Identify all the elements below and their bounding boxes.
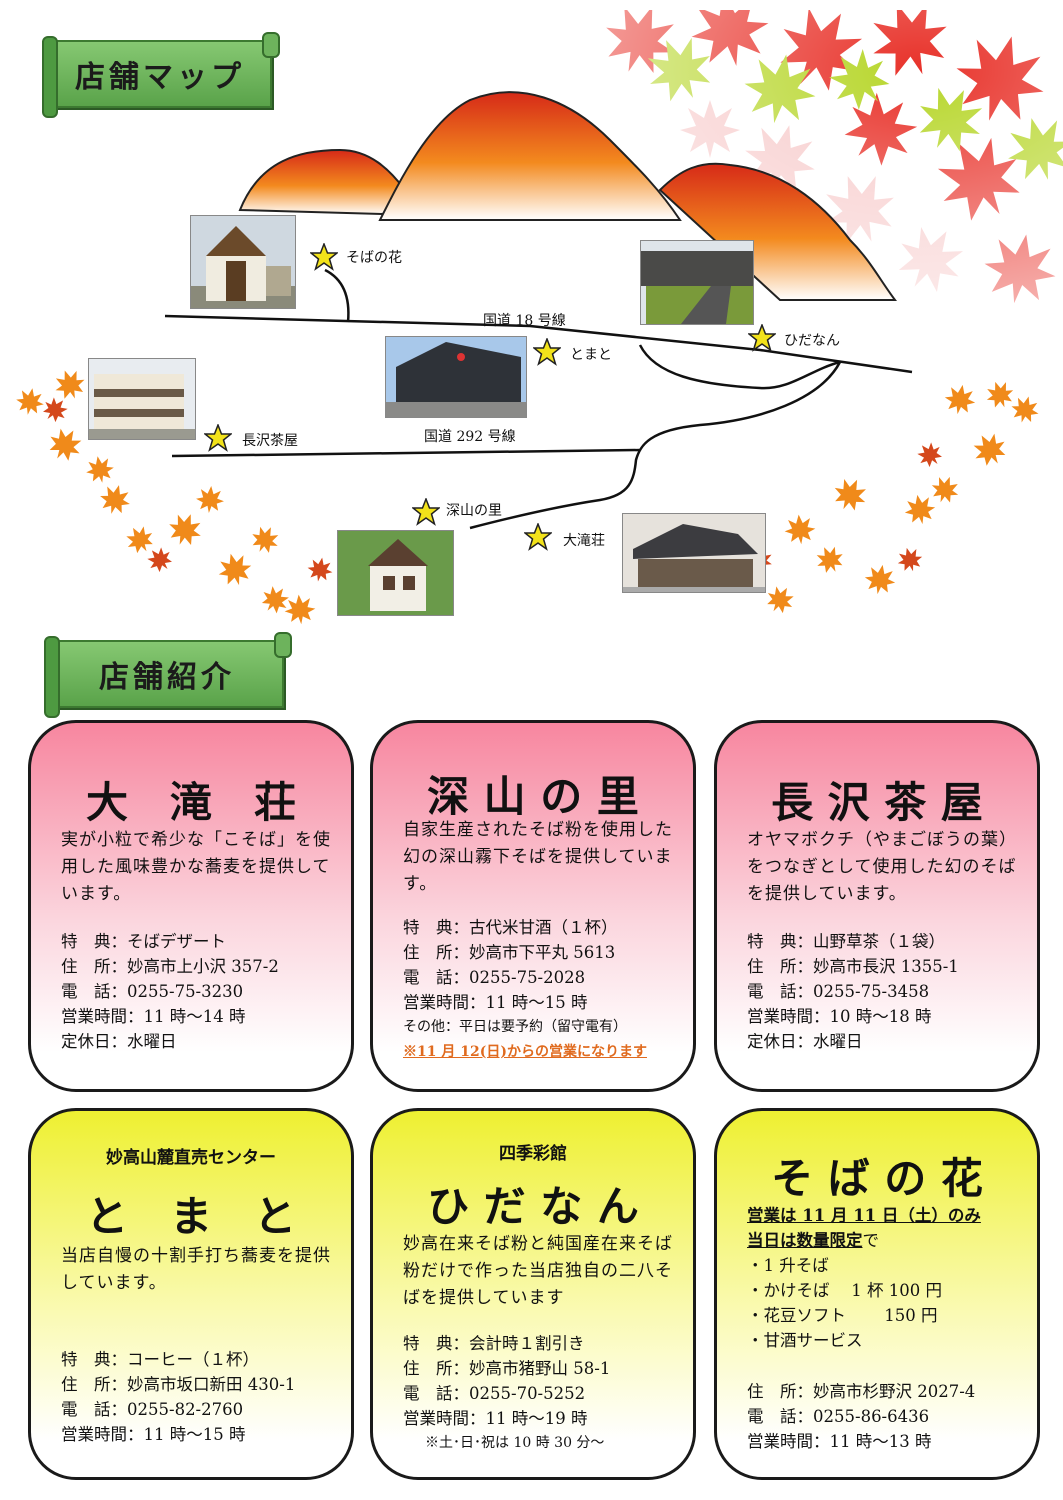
shop-card-hidanan: 四季彩館 ひ だ な ん 妙高在来そば粉と純国産在来そば粉だけで作った当店独自の… bbox=[370, 1108, 696, 1480]
shop-info: 特 典：会計時１割引き 住 所：妙高市猪野山 58-1 電 話：0255-70-… bbox=[403, 1331, 610, 1456]
mountains bbox=[238, 91, 897, 301]
shop-description: オヤマボクチ（やまごぼうの葉）をつなぎとして使用した幻のそばを提供しています。 bbox=[747, 830, 1017, 904]
shop-benefit: 特 典：コーヒー（１杯） bbox=[61, 1350, 259, 1369]
shop-info: 特 典：コーヒー（１杯） 住 所：妙高市坂口新田 430-1 電 話：0255-… bbox=[61, 1347, 295, 1447]
shop-benefit: 特 典：古代米甘酒（１杯） bbox=[403, 918, 618, 937]
shops-section-banner: 店舗紹介 bbox=[44, 632, 292, 718]
menu-item: ・甘酒サービス bbox=[747, 1331, 863, 1350]
shop-kicker: 妙高山麓直売センター bbox=[106, 1148, 276, 1168]
shop-title: 長 沢 茶 屋 bbox=[771, 778, 983, 827]
photo-miyamanosato bbox=[337, 530, 454, 616]
shop-kicker: 四季彩館 bbox=[499, 1144, 567, 1164]
map-label-miyamanosato: 深山の里 bbox=[446, 503, 502, 519]
shop-phone: 電 話：0255-75-3458 bbox=[747, 982, 930, 1001]
shop-notice: 営業は 11 月 11 日（土）のみ 当日は数量限定で ・1 升そば ・かけそば… bbox=[747, 1203, 981, 1353]
star-icon-sobanohana[interactable] bbox=[310, 243, 338, 271]
shop-info: 特 典：そばデザート 住 所：妙高市上小沢 357-2 電 話：0255-75-… bbox=[61, 929, 279, 1054]
shop-title: 大 滝 荘 bbox=[85, 778, 296, 827]
shop-closed-day: 定休日：水曜日 bbox=[747, 1032, 863, 1051]
shop-card-miyamanosato: 深 山 の 里 自家生産されたそば粉を使用した幻の深山霧下そばを提供しています。… bbox=[370, 720, 696, 1092]
shop-description: 実が小粒で希少な「こそば」を使用した風味豊かな蕎麦を提供しています。 bbox=[61, 830, 331, 904]
map-section-banner: 店舗マップ bbox=[42, 32, 280, 118]
map-label-nagasawa: 長沢茶屋 bbox=[242, 433, 298, 449]
photo-nagasawa bbox=[88, 358, 196, 440]
shop-closed-day: 定休日：水曜日 bbox=[61, 1032, 177, 1051]
shop-card-tomato: 妙高山麓直売センター と ま と 当店自慢の十割手打ち蕎麦を提供しています。 特… bbox=[28, 1108, 354, 1480]
shop-phone: 電 話：0255-86-6436 bbox=[747, 1407, 930, 1426]
photo-tomato bbox=[385, 336, 527, 418]
shop-limited-suffix: で bbox=[862, 1231, 880, 1250]
photo-hidanan bbox=[640, 240, 754, 325]
shop-hours: 営業時間：11 時～15 時 bbox=[61, 1425, 246, 1444]
shop-benefit: 特 典：会計時１割引き bbox=[403, 1334, 585, 1353]
shop-description: 妙高在来そば粉と純国産在来そば粉だけで作った当店独自の二八そばを提供しています bbox=[403, 1234, 673, 1308]
star-icon-tomato[interactable] bbox=[533, 338, 561, 366]
shop-hours: 営業時間：10 時～18 時 bbox=[747, 1007, 932, 1026]
shop-card-nagasawa: 長 沢 茶 屋 オヤマボクチ（やまごぼうの葉）をつなぎとして使用した幻のそばを提… bbox=[714, 720, 1040, 1092]
shop-address: 住 所：妙高市上小沢 357-2 bbox=[61, 957, 279, 976]
shop-description: 当店自慢の十割手打ち蕎麦を提供しています。 bbox=[61, 1246, 331, 1293]
shop-benefit: 特 典：山野草茶（１袋） bbox=[747, 932, 945, 951]
photo-sobanohana bbox=[190, 215, 296, 309]
shop-card-sobanohana: そ ば の 花 営業は 11 月 11 日（土）のみ 当日は数量限定で ・1 升… bbox=[714, 1108, 1040, 1480]
shop-phone: 電 話：0255-75-2028 bbox=[403, 968, 586, 987]
shop-address: 住 所：妙高市下平丸 5613 bbox=[403, 943, 616, 962]
shop-address: 住 所：妙高市猪野山 58-1 bbox=[403, 1359, 611, 1378]
shop-address: 住 所：妙高市坂口新田 430-1 bbox=[61, 1375, 296, 1394]
menu-item: ・1 升そば bbox=[747, 1256, 829, 1275]
star-icon-miyamanosato[interactable] bbox=[412, 498, 440, 526]
shop-title: 深 山 の 里 bbox=[427, 772, 639, 821]
shop-description: 自家生産されたそば粉を使用した幻の深山霧下そばを提供しています。 bbox=[403, 820, 673, 894]
shop-hours: 営業時間：11 時～15 時 bbox=[403, 993, 588, 1012]
map-label-otakiso: 大滝荘 bbox=[563, 533, 605, 549]
store-map bbox=[13, 91, 1043, 626]
shops-section-title: 店舗紹介 bbox=[99, 660, 235, 695]
star-icon-hidanan[interactable] bbox=[748, 324, 776, 352]
shop-hours: 営業時間：11 時～13 時 bbox=[747, 1432, 932, 1451]
shop-benefit: 特 典：そばデザート bbox=[61, 932, 226, 951]
shop-open-day: 営業は 11 月 11 日（土）のみ bbox=[747, 1206, 981, 1225]
roads bbox=[164, 268, 913, 530]
shop-limited: 当日は数量限定 bbox=[747, 1231, 863, 1250]
road-label-route292: 国道 292 号線 bbox=[424, 429, 516, 445]
photo-otakiso bbox=[622, 513, 766, 593]
map-label-hidanan: ひだなん bbox=[784, 333, 840, 349]
shop-title: ひ だ な ん bbox=[427, 1182, 639, 1231]
menu-item: ・かけそば 1 杯 100 円 bbox=[747, 1281, 942, 1300]
shop-phone: 電 話：0255-70-5252 bbox=[403, 1384, 586, 1403]
star-icon-otakiso[interactable] bbox=[524, 523, 552, 551]
shop-card-otakiso: 大 滝 荘 実が小粒で希少な「こそば」を使用した風味豊かな蕎麦を提供しています。… bbox=[28, 720, 354, 1092]
shop-info: 特 典：山野草茶（１袋） 住 所：妙高市長沢 1355-1 電 話：0255-7… bbox=[747, 929, 959, 1054]
road-label-route18: 国道 18 号線 bbox=[483, 313, 566, 329]
menu-item: ・花豆ソフト 150 円 bbox=[747, 1306, 938, 1325]
shop-title: と ま と bbox=[85, 1192, 296, 1241]
shop-hours-note: ※土･日･祝は 10 時 30 分～ bbox=[425, 1435, 605, 1451]
shop-address: 住 所：妙高市杉野沢 2027-4 bbox=[747, 1382, 976, 1401]
shop-info: 特 典：古代米甘酒（１杯） 住 所：妙高市下平丸 5613 電 話：0255-7… bbox=[403, 915, 647, 1065]
shop-phone: 電 話：0255-75-3230 bbox=[61, 982, 244, 1001]
shop-info: 住 所：妙高市杉野沢 2027-4 電 話：0255-86-6436 営業時間：… bbox=[747, 1379, 975, 1454]
map-label-sobanohana: そばの花 bbox=[346, 250, 402, 266]
shop-hours: 営業時間：11 時～14 時 bbox=[61, 1007, 246, 1026]
shop-hours: 営業時間：11 時～19 時 bbox=[403, 1409, 588, 1428]
star-icon-nagasawa[interactable] bbox=[204, 424, 232, 452]
shop-phone: 電 話：0255-82-2760 bbox=[61, 1400, 244, 1419]
shop-other: その他：平日は要予約（留守電有） bbox=[403, 1019, 627, 1035]
shop-title: そ ば の 花 bbox=[771, 1154, 983, 1203]
shop-address: 住 所：妙高市長沢 1355-1 bbox=[747, 957, 959, 976]
map-label-tomato: とまと bbox=[570, 347, 612, 363]
shop-notice: ※11 月 12(日)からの営業になります bbox=[403, 1044, 647, 1060]
map-section-title: 店舗マップ bbox=[75, 60, 245, 95]
